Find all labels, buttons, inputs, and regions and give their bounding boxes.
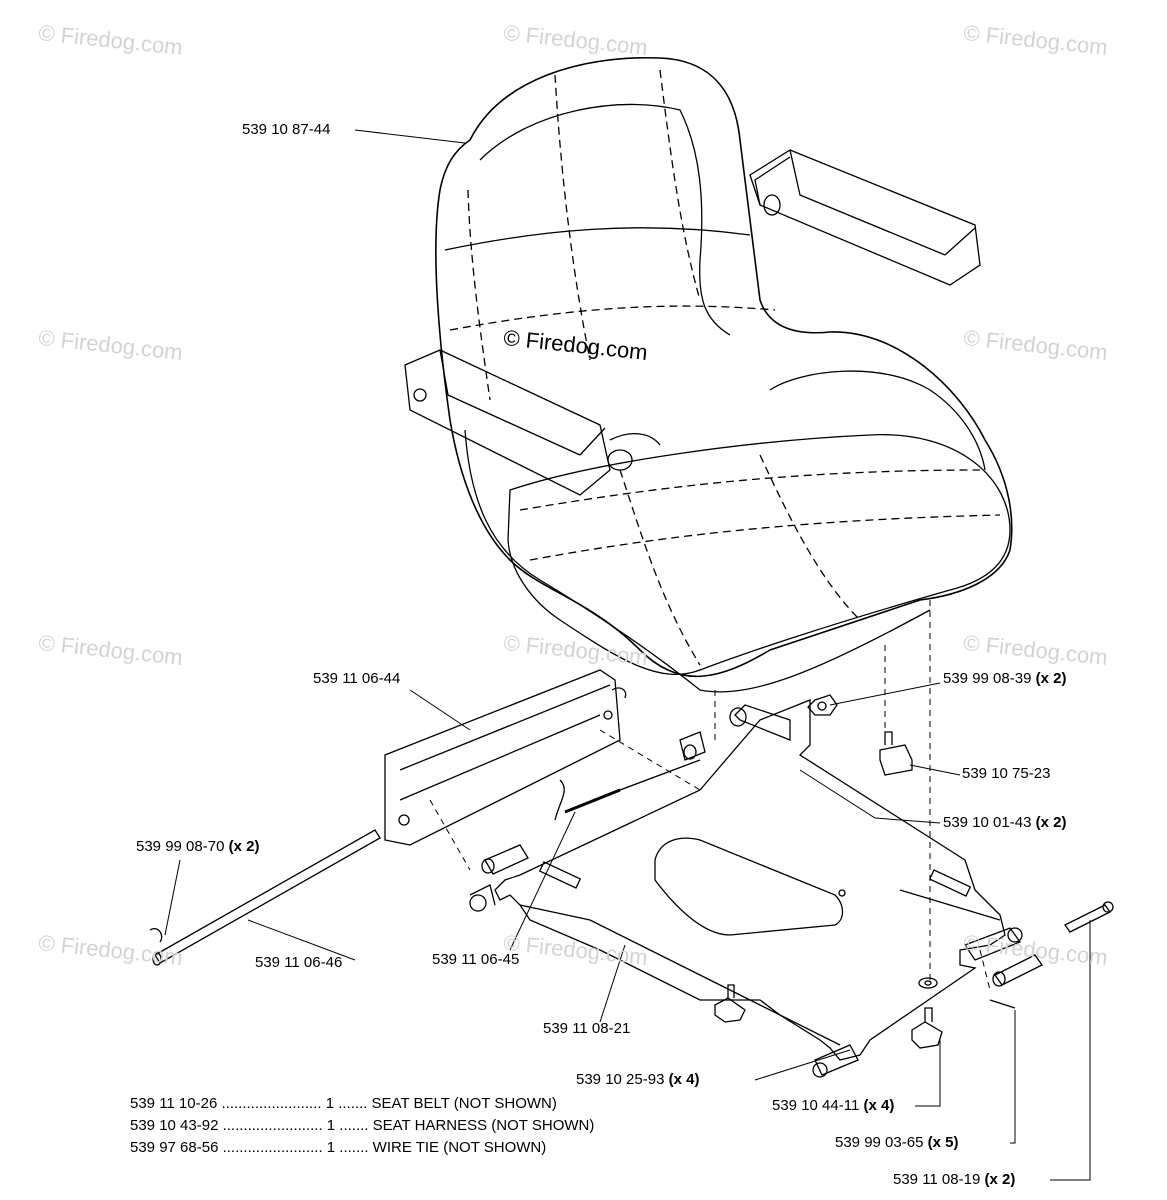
callout-bolt-frame[interactable]: 539 10 01-43 (x 2) — [943, 814, 1067, 831]
callout-knob[interactable]: 539 10 44-11 (x 4) — [772, 1097, 895, 1114]
callout-pin[interactable]: 539 11 08-19 (x 2) — [893, 1171, 1016, 1188]
rail-illustration — [384, 669, 627, 846]
note-row: 539 11 10-26 ........................ 1 … — [130, 1095, 557, 1112]
callout-seat-plate[interactable]: 539 11 08-21 — [543, 1020, 631, 1037]
callout-washer[interactable]: 539 99 03-65 (x 5) — [835, 1134, 959, 1151]
seat-plate-illustration — [469, 699, 1023, 1078]
assembly-lines — [429, 600, 991, 991]
callout-seat[interactable]: 539 10 87-44 — [242, 121, 331, 138]
callout-rail[interactable]: 539 11 06-44 — [313, 670, 401, 687]
seat-illustration — [404, 56, 1013, 693]
callout-spring[interactable]: 539 11 06-45 — [432, 951, 520, 968]
hardware-illustration — [714, 694, 1114, 1049]
leader-lines — [164, 129, 1091, 1181]
callout-clip[interactable]: 539 99 08-70 (x 2) — [136, 838, 260, 855]
note-row: 539 97 68-56 ........................ 1 … — [130, 1139, 547, 1156]
rod-illustration — [149, 829, 381, 966]
callout-knob-bolt[interactable]: 539 10 25-93 (x 4) — [576, 1071, 700, 1088]
spring-illustration — [481, 731, 706, 875]
note-row: 539 10 43-92 ........................ 1 … — [130, 1117, 595, 1134]
callout-nut[interactable]: 539 99 08-39 (x 2) — [943, 670, 1067, 687]
callout-switch[interactable]: 539 10 75-23 — [962, 765, 1051, 782]
callout-rod[interactable]: 539 11 06-46 — [255, 954, 343, 971]
